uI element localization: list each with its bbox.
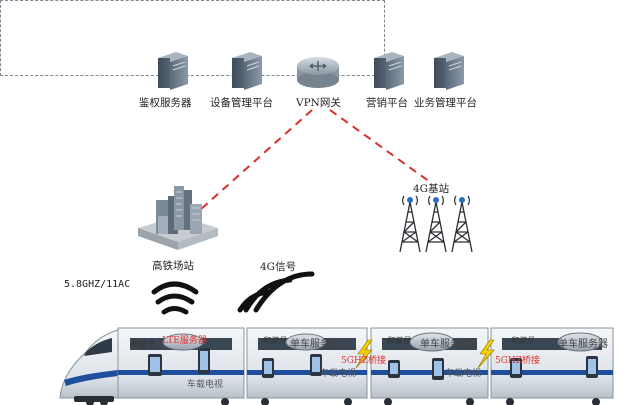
bridge-label: 5GHZ桥接	[341, 356, 387, 366]
car-screen-label: 车载电视	[187, 380, 224, 390]
bridge-bolt-icon	[477, 339, 495, 369]
router-icon	[557, 332, 603, 352]
router-icon	[409, 332, 455, 352]
car-screen-label: 车载电视	[445, 369, 482, 379]
server-label-marketing: 营销平台	[366, 97, 408, 109]
server-tower-icon	[434, 52, 464, 90]
server-tower-icon	[374, 52, 404, 90]
car-logo: 和谐号	[386, 336, 410, 345]
server-panel	[0, 0, 385, 76]
car-server-label: 单车服务器	[290, 339, 340, 350]
router-icon	[285, 333, 327, 351]
car-server-label: 单车服务器	[558, 339, 608, 350]
lte-signal-icon	[237, 271, 315, 313]
link-to-station	[199, 109, 313, 211]
base-station-icon	[399, 195, 473, 253]
server-label-business-mgmt: 业务管理平台	[414, 97, 477, 109]
server-label-auth: 鉴权服务器	[139, 97, 192, 109]
server-label-device-mgmt: 设备管理平台	[210, 97, 273, 109]
wifi-band-label: 5.8GHZ/11AC	[64, 279, 131, 290]
bridge-label: 5GHZ桥接	[495, 356, 541, 366]
link-to-base-station	[329, 109, 431, 183]
car-server-label: LTE服务器	[162, 336, 207, 346]
train	[59, 327, 614, 405]
router-icon	[162, 333, 204, 351]
station-building-icon	[138, 186, 218, 250]
wifi-signal-icon	[151, 281, 199, 315]
car-server-label: 单车服务器	[420, 339, 470, 350]
car-logo: 和谐号	[510, 336, 534, 345]
server-tower-icon	[158, 52, 188, 90]
signal-label: 4G信号	[260, 261, 297, 273]
car-logo: 和谐号	[262, 336, 286, 345]
car-logo: 和谐号	[130, 340, 154, 349]
server-label-vpn: VPN网关	[296, 97, 341, 109]
server-tower-icon	[232, 52, 262, 90]
router-icon	[297, 57, 339, 88]
car-screen-label: 车载电视	[320, 369, 357, 379]
bridge-bolt-icon	[355, 339, 373, 369]
station-label: 高铁场站	[152, 260, 194, 272]
base-station-label: 4G基站	[413, 183, 450, 195]
